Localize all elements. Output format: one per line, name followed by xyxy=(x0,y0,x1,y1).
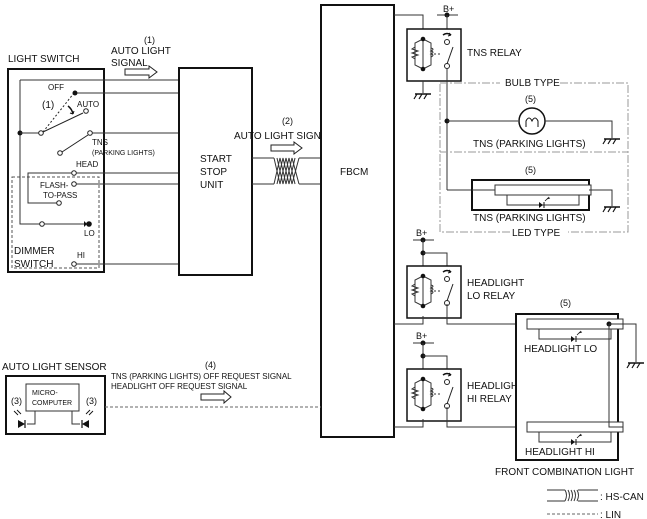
position-tns: TNS xyxy=(92,138,108,147)
position-flash-pass: TO-PASS xyxy=(43,191,77,200)
position-lo: LO xyxy=(84,229,95,238)
signal2-label: AUTO LIGHT SIGNAL xyxy=(234,131,334,142)
photodiode-right-icon xyxy=(81,409,94,428)
start-stop-label-2: STOP xyxy=(200,167,227,178)
signal1-label-1: AUTO LIGHT xyxy=(111,46,171,57)
dimmer-switch-box xyxy=(11,176,100,269)
hs-can-twist xyxy=(273,157,300,185)
dimmer-switch-label-1: DIMMER xyxy=(14,246,55,257)
fbcm: FBCM xyxy=(320,4,395,438)
fbcm-label: FBCM xyxy=(340,167,368,178)
auto-light-signal-1: (1) AUTO LIGHT SIGNAL xyxy=(111,35,171,79)
legend: : HS-CAN : LIN xyxy=(547,489,644,519)
light-switch-title: LIGHT SWITCH xyxy=(8,54,79,65)
signal2-arrow-icon xyxy=(270,141,303,155)
position-off: OFF xyxy=(48,83,64,92)
headlight-lo-relay: B+ HEADLIGHT LO RELAY xyxy=(394,228,527,325)
led-type-label: LED TYPE xyxy=(512,228,560,239)
position-head: HEAD xyxy=(76,160,98,169)
signal1-arrow-icon xyxy=(124,65,158,79)
signal2-callout: (2) xyxy=(282,116,293,126)
callout-3-left: (3) xyxy=(11,396,22,406)
fcl-callout: (5) xyxy=(560,298,571,308)
position-auto: AUTO xyxy=(77,100,99,109)
micro-label-1: MICRO- xyxy=(32,390,58,397)
ground-icon xyxy=(413,93,432,100)
headlight-hi-label: HEADLIGHT HI xyxy=(525,447,595,458)
start-stop-label-1: START xyxy=(200,154,232,165)
callout-1-switch: (1) xyxy=(42,100,54,111)
callout-3-right: (3) xyxy=(86,396,97,406)
micro-label-2: COMPUTER xyxy=(32,400,72,407)
start-stop-label-3: UNIT xyxy=(200,180,223,191)
auto-light-sensor: AUTO LIGHT SENSOR MICRO- COMPUTER (3) (3… xyxy=(2,362,321,435)
light-switch: LIGHT SWITCH OFF (1) AUTO TNS (PARKING L… xyxy=(7,54,179,273)
lo-relay-supply: B+ xyxy=(416,228,427,238)
lo-relay-label-2: LO RELAY xyxy=(467,291,515,302)
front-combination-light: (5) HEADLIGHT LO HEADLIGHT HI FRONT COMB… xyxy=(495,298,645,478)
fcl-label: FRONT COMBINATION LIGHT xyxy=(495,467,634,478)
position-tns-parking: (PARKING LIGHTS) xyxy=(92,150,155,157)
hi-relay-label-2: HI RELAY xyxy=(467,394,512,405)
signal1-label-2: SIGNAL xyxy=(111,58,148,69)
request-signal-4: (4) TNS (PARKING LIGHTS) OFF REQUEST SIG… xyxy=(111,360,292,405)
tns-lamp-options: BULB TYPE (5) TNS (PARKING LIGHTS) (5) T… xyxy=(439,78,629,239)
signal4-callout: (4) xyxy=(205,360,216,370)
led-lamp-label: TNS (PARKING LIGHTS) xyxy=(473,213,586,224)
tns-relay: B+ TNS RELAY xyxy=(394,4,522,190)
light-switch-box xyxy=(7,68,105,273)
signal1-callout: (1) xyxy=(144,35,155,45)
start-stop-unit: START STOP UNIT xyxy=(178,67,253,276)
lo-relay-label-1: HEADLIGHT xyxy=(467,278,524,289)
led-callout: (5) xyxy=(525,165,536,175)
headlight-hi-relay: B+ HEADLIGHT HI RELAY xyxy=(394,331,527,428)
auto-light-signal-2: (2) AUTO LIGHT SIGNAL xyxy=(234,116,334,185)
hi-relay-supply: B+ xyxy=(416,331,427,341)
hi-relay-label-1: HEADLIGHT xyxy=(467,381,524,392)
position-flash: FLASH- xyxy=(40,181,69,190)
tns-relay-label: TNS RELAY xyxy=(467,48,522,59)
bulb-type-label: BULB TYPE xyxy=(505,78,560,89)
signal4-label-1: TNS (PARKING LIGHTS) OFF REQUEST SIGNAL xyxy=(111,372,292,381)
position-hi: HI xyxy=(77,251,85,260)
bulb-lamp-label: TNS (PARKING LIGHTS) xyxy=(473,139,586,150)
auto-light-sensor-title: AUTO LIGHT SENSOR xyxy=(2,362,107,373)
bulb-callout: (5) xyxy=(525,94,536,104)
signal4-arrow-icon xyxy=(200,389,232,405)
legend-hs-can: : HS-CAN xyxy=(600,492,644,503)
photodiode-left-icon xyxy=(13,409,26,428)
headlight-lo-label: HEADLIGHT LO xyxy=(524,344,597,355)
legend-lin: : LIN xyxy=(600,510,621,519)
dimmer-switch-label-2: SWITCH xyxy=(14,259,53,270)
tns-relay-supply: B+ xyxy=(443,4,454,14)
signal4-label-2: HEADLIGHT OFF REQUEST SIGNAL xyxy=(111,382,248,391)
